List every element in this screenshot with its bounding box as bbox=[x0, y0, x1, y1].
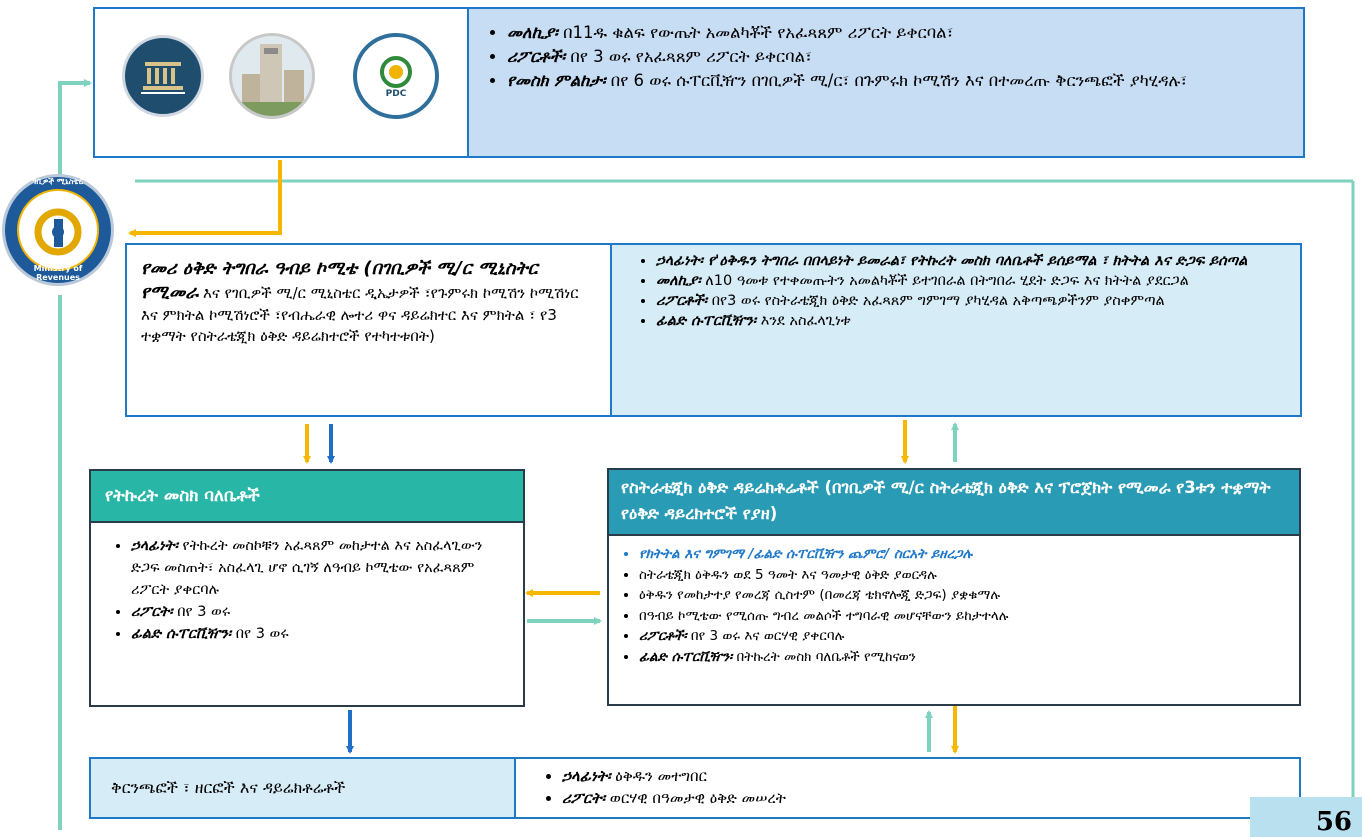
revenues-emblem-logo bbox=[122, 35, 204, 117]
branches-details: ኃላፊነት፡ ዕቅዱን መተግበር ሪፖርት፡ ወርሃዊ በዓመታዊ ዕቅድ መ… bbox=[514, 759, 1299, 817]
logos-area: PDC bbox=[95, 9, 467, 156]
ministry-bottom-label: Ministry of Revenues bbox=[33, 264, 83, 282]
branches-bullet-report: ሪፖርት፡ ወርሃዊ በዓመታዊ ዕቅድ መሠረት bbox=[562, 787, 1289, 809]
strategic-bullet-system: ዕቅዱን የመከታተያ የመረጃ ሲስተም (በመረጃ ቴክኖሎጂ ድጋፍ) ያ… bbox=[639, 585, 1289, 606]
committee-bullet-field: ፊልድ ሱፐርቪዥን፡ እንደ አስፈላጊነቱ bbox=[656, 311, 1290, 331]
committee-bullet-reports: ሪፖርቶች፡ በየ3 ወሩ የስትራቴጂክ ዕቅድ አፈጻጸም ግምገማ ያካሂ… bbox=[656, 291, 1290, 311]
focus-header: የትኩረት መስክ ባለቤቶች bbox=[91, 471, 523, 523]
top-to-committee-arrow bbox=[128, 160, 282, 237]
strategic-header: የስትራቴጂክ ዕቅድ ዳይሬክቶሬቶች (በገቢዎች ሚ/ር ስትራቴጂክ ዕ… bbox=[609, 470, 1299, 536]
top-bullets: መለኪያ፡ በ11ዱ ቁልፍ የውጤት አመልካቾች የአፈጻጸም ሪፖርት ይ… bbox=[481, 21, 1289, 93]
committee-description: የመሪ ዕቅድ ትግበራ ዓብይ ኮሚቴ (በገቢዎች ሚ/ር ሚኒስትር የሚ… bbox=[127, 245, 610, 415]
focus-header-label: የትኩረት መስክ ባለቤቶች bbox=[105, 486, 260, 506]
strategic-bullet-reports: ሪፖርቶች፡ በየ 3 ወሩ እና ወርሃዊ ያቀርባሉ bbox=[639, 626, 1289, 647]
focus-area-owners-box: የትኩረት መስክ ባለቤቶች ኃላፊነት፡ የትኩረት መስኮቹን አፈጻጸም… bbox=[89, 469, 525, 707]
focus-bullet-report: ሪፖርት፡ በየ 3 ወሩ bbox=[131, 601, 513, 623]
focus-bullets: ኃላፊነት፡ የትኩረት መስኮቹን አፈጻጸም መከታተል እና አስፈላጊው… bbox=[91, 523, 523, 645]
ministry-of-revenues-logo: ገቢዎች ሚኒስቴር Ministry of Revenues bbox=[2, 174, 114, 286]
committee-bullet-responsibility: ኃላፊነት፡ የ'ዕቅዱን ትግበራ በበላይነት ይመራል፣ የትኩረት መስ… bbox=[656, 251, 1290, 271]
top-text-panel: መለኪያ፡ በ11ዱ ቁልፍ የውጤት አመልካቾች የአፈጻጸም ሪፖርት ይ… bbox=[467, 9, 1303, 156]
page-number: 56 bbox=[1315, 807, 1352, 837]
committee-bullet-measure: መለኪያ፡ ለ10 ዓመቱ የተቀመጡትን አመልካቾች ይተገበራል በትግበ… bbox=[656, 271, 1290, 291]
strategic-directorates-box: የስትራቴጂክ ዕቅድ ዳይሬክቶሬቶች (በገቢዎች ሚ/ር ስትራቴጂክ ዕ… bbox=[607, 468, 1301, 706]
pdc-logo: PDC bbox=[353, 33, 439, 119]
strategic-bullet-field: ፊልድ ሱፐርቪዥን፡ በትኩረት መስክ ባለቤቶች የሚከናወን bbox=[639, 647, 1289, 668]
committee-responsibilities: ኃላፊነት፡ የ'ዕቅዱን ትግበራ በበላይነት ይመራል፣ የትኩረት መስ… bbox=[610, 245, 1300, 415]
top-bullet-measure: መለኪያ፡ በ11ዱ ቁልፍ የውጤት አመልካቾች የአፈጻጸም ሪፖርት ይ… bbox=[507, 21, 1289, 45]
outer-feedback-line bbox=[58, 79, 92, 175]
strategic-header-label: የስትራቴጂክ ዕቅድ ዳይሬክቶሬቶች (በገቢዎች ሚ/ር ስትራቴጂክ ዕ… bbox=[621, 478, 1271, 523]
branches-bullet-responsibility: ኃላፊነት፡ ዕቅዱን መተግበር bbox=[562, 765, 1289, 787]
steering-committee-box: የመሪ ዕቅድ ትግበራ ዓብይ ኮሚቴ (በገቢዎች ሚ/ር ሚኒስትር የሚ… bbox=[125, 243, 1302, 417]
top-bullet-field-visit: የመስክ ምልከታ፡ በየ 6 ወሩ ሱፐርቪዥን በገቢዎች ሚ/ር፣ በጉም… bbox=[507, 69, 1289, 93]
branches-box: ቅርንጫፎች ፣ ዘርፎች እና ዳይሬክቶሬቶች ኃላፊነት፡ ዕቅዱን መተ… bbox=[89, 757, 1301, 819]
page-number-badge: 56 bbox=[1250, 797, 1362, 837]
focus-bullet-field: ፊልድ ሱፐርቪዥን፡ በየ 3 ወሩ bbox=[131, 623, 513, 645]
strategic-bullet-cascade: ስትራቴጂክ ዕቅዱን ወደ 5 ዓመት እና ዓመታዊ ዕቅድ ያወርዳሉ bbox=[639, 565, 1289, 586]
branches-label: ቅርንጫፎች ፣ ዘርፎች እና ዳይሬክቶሬቶች bbox=[111, 778, 346, 797]
branches-label-cell: ቅርንጫፎች ፣ ዘርፎች እና ዳይሬክቶሬቶች bbox=[91, 759, 514, 817]
top-reporting-box: PDC መለኪያ፡ በ11ዱ ቁልፍ የውጤት አመልካቾች የአፈጻጸም ሪፖ… bbox=[93, 7, 1305, 158]
strategic-bullets: የክትትል እና ግምገማ /ፊልድ ሱፐርቪዥን ጨምሮ/ ስርአት ይዘረጋ… bbox=[609, 536, 1299, 667]
strategic-bullet-feedback: በዓብይ ኮሚቴው የሚሰጡ ግብረ መልሶች ተግባራዊ መሆናቸውን ይከታ… bbox=[639, 606, 1289, 627]
strategic-bullet-monitoring: የክትትል እና ግምገማ /ፊልድ ሱፐርቪዥን ጨምሮ/ ስርአት ይዘረጋ… bbox=[639, 544, 1289, 565]
ministry-top-label: ገቢዎች ሚኒስቴር bbox=[32, 177, 84, 186]
top-bullet-reports: ሪፖርቶች፡ በየ 3 ወሩ የአፈጻጸም ሪፖርት ይቀርባል፣ bbox=[507, 45, 1289, 69]
committee-title: የመሪ ዕቅድ ትግበራ ዓብይ ኮሚቴ (በገቢዎች ሚ/ር ሚኒስትር የሚ… bbox=[141, 258, 538, 303]
building-logo bbox=[229, 33, 315, 119]
focus-bullet-responsibility: ኃላፊነት፡ የትኩረት መስኮቹን አፈጻጸም መከታተል እና አስፈላጊው… bbox=[131, 535, 513, 601]
committee-members: እና የገቢዎች ሚ/ር ሚኒስቴር ዲኤታዎች ፣የጉምሩክ ኮሚሽን ኮሚሽ… bbox=[141, 284, 579, 345]
pdc-label: PDC bbox=[385, 89, 407, 99]
